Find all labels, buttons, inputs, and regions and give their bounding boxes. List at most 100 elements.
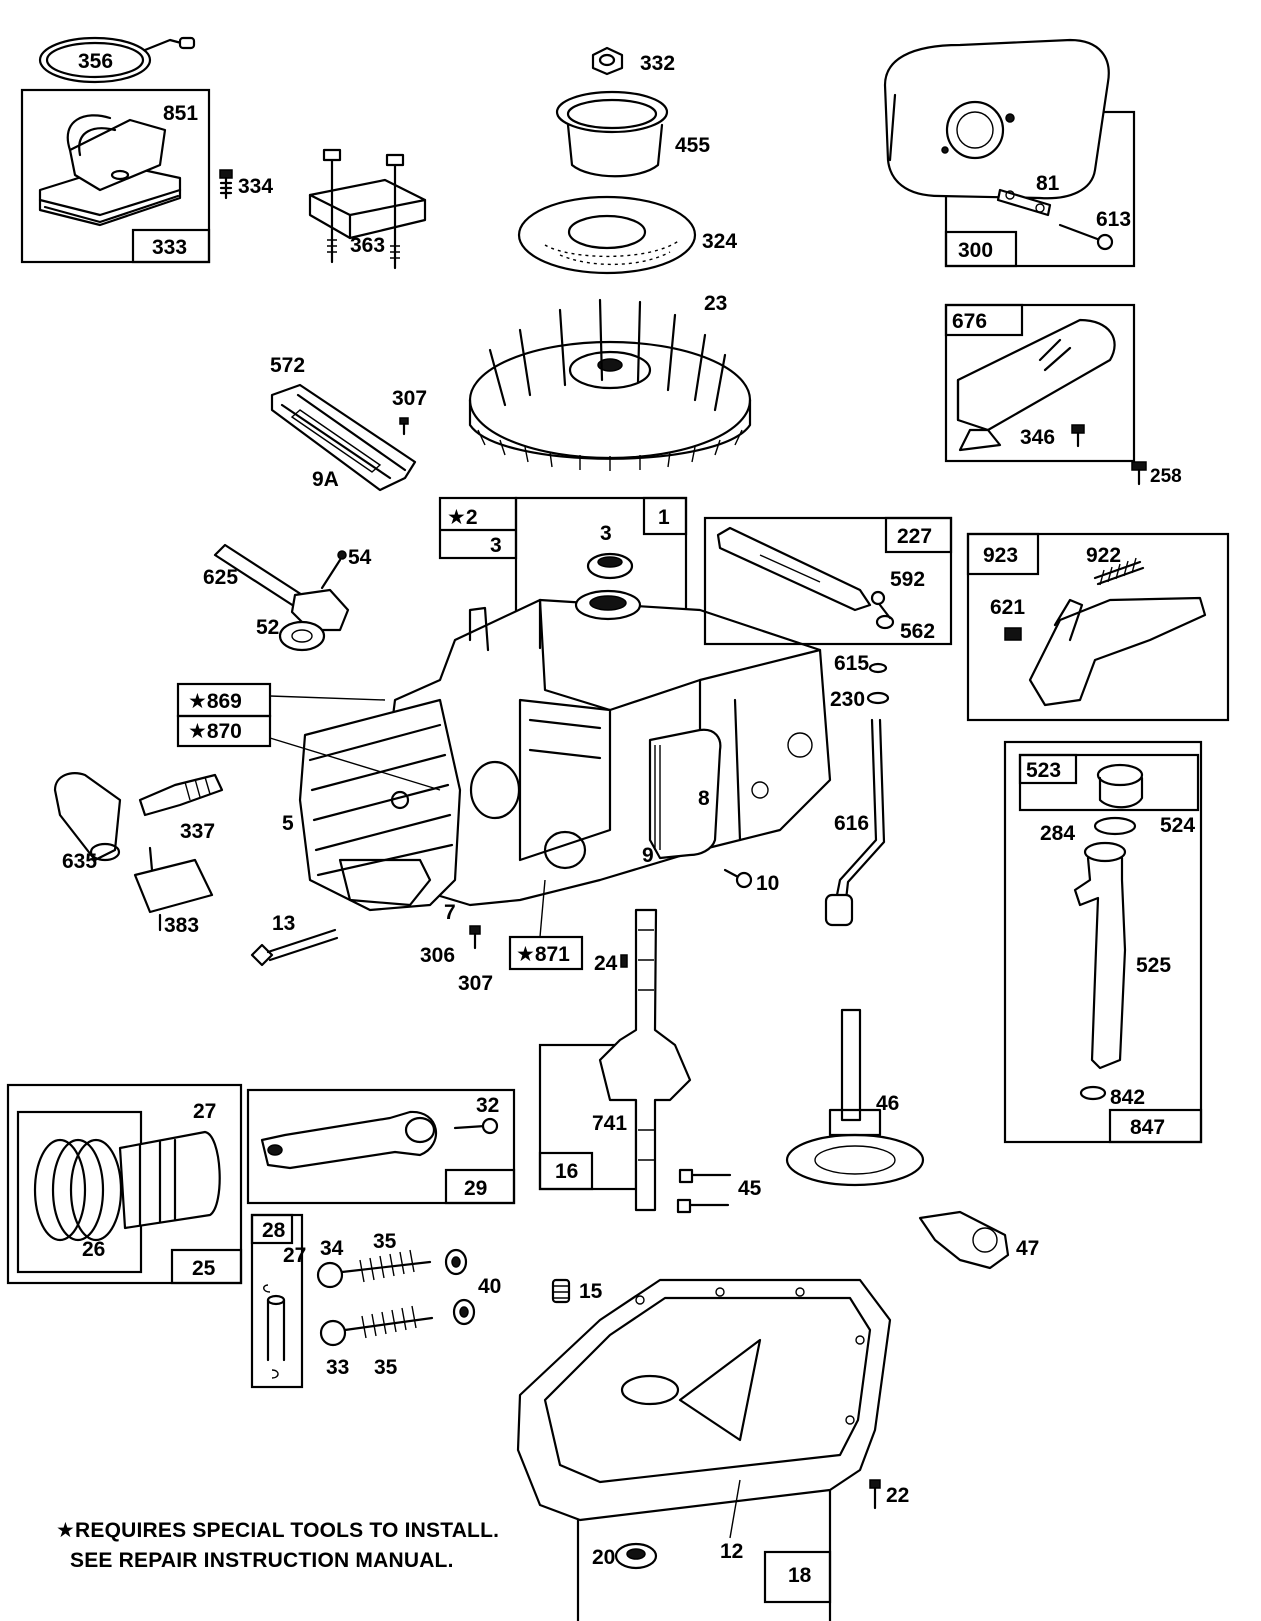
box-1-tag bbox=[642, 496, 688, 536]
box-25 bbox=[6, 1083, 243, 1285]
label-16: 16 bbox=[555, 1160, 578, 1183]
box-523-tag bbox=[1018, 753, 1078, 785]
part-306-307-screws bbox=[469, 925, 481, 950]
label-324: 324 bbox=[702, 230, 737, 253]
label-25: 25 bbox=[192, 1257, 216, 1280]
label-10: 10 bbox=[756, 872, 779, 895]
part-615-oring bbox=[868, 662, 888, 674]
label-383: 383 bbox=[164, 914, 199, 937]
label-621: 621 bbox=[990, 596, 1025, 619]
label-842: 842 bbox=[1110, 1086, 1145, 1109]
label-258: 258 bbox=[1150, 466, 1182, 487]
part-227-governor-lever bbox=[716, 526, 895, 630]
part-52-gasket bbox=[278, 620, 326, 652]
box-300-tag bbox=[944, 230, 1018, 268]
label-592: 592 bbox=[890, 568, 925, 591]
label-28: 28 bbox=[262, 1219, 286, 1242]
label-35-bottom: 35 bbox=[374, 1356, 398, 1379]
box-18-tag bbox=[763, 1550, 832, 1604]
part-337-spark-plug bbox=[138, 773, 224, 817]
box-227-tag bbox=[884, 516, 953, 554]
part-307-screw-top bbox=[399, 417, 409, 436]
label-7: 7 bbox=[444, 901, 456, 924]
box-25-tag bbox=[170, 1248, 243, 1285]
part-23-flywheel bbox=[468, 298, 752, 471]
label-851: 851 bbox=[163, 102, 198, 125]
label-22: 22 bbox=[886, 1484, 909, 1507]
label-227: 227 bbox=[897, 525, 932, 548]
part-334-screw bbox=[219, 169, 233, 200]
part-524-oring bbox=[1093, 816, 1137, 836]
part-13-bolt bbox=[250, 928, 339, 967]
part-356-wire bbox=[38, 36, 196, 84]
part-16-crankshaft bbox=[598, 908, 692, 1212]
label-613: 613 bbox=[1096, 208, 1131, 231]
part-81-gasket bbox=[996, 188, 1052, 217]
label-284: 284 bbox=[1040, 822, 1075, 845]
part-3-seal bbox=[586, 552, 634, 580]
part-34-35-valve-springs bbox=[316, 1249, 432, 1289]
label-625: 625 bbox=[203, 566, 238, 589]
label-35-top: 35 bbox=[373, 1230, 397, 1253]
label-525: 525 bbox=[1136, 954, 1171, 977]
label-3-left: 3 bbox=[490, 534, 502, 557]
part-346-screw bbox=[1071, 424, 1085, 448]
label-307-top: 307 bbox=[392, 387, 427, 410]
part-922-spring bbox=[1093, 557, 1145, 586]
box-847 bbox=[1003, 740, 1203, 1144]
label-45: 45 bbox=[738, 1177, 762, 1200]
part-33-35-valve-springs bbox=[319, 1305, 434, 1347]
label-332: 332 bbox=[640, 52, 675, 75]
label-20: 20 bbox=[592, 1546, 615, 1569]
part-24-key bbox=[620, 954, 628, 968]
label-524: 524 bbox=[1160, 814, 1195, 837]
box-923 bbox=[966, 532, 1230, 722]
label-363: 363 bbox=[350, 234, 385, 257]
box-923-tag bbox=[966, 532, 1040, 576]
part-525-tube bbox=[1073, 841, 1127, 1070]
label-26: 26 bbox=[82, 1238, 105, 1261]
box-29 bbox=[246, 1088, 516, 1205]
label-333: 333 bbox=[152, 236, 187, 259]
label-29: 29 bbox=[464, 1177, 487, 1200]
label-3-right: 3 bbox=[600, 522, 612, 545]
box-676 bbox=[944, 303, 1136, 463]
label-300: 300 bbox=[958, 239, 993, 262]
part-engine-block bbox=[383, 589, 832, 907]
label-32: 32 bbox=[476, 1094, 499, 1117]
label-13: 13 bbox=[272, 912, 295, 935]
part-258-screw bbox=[1131, 461, 1147, 486]
part-230-oring bbox=[866, 691, 890, 705]
label-1: 1 bbox=[658, 506, 670, 529]
note-line-1: ★REQUIRES SPECIAL TOOLS TO INSTALL. bbox=[56, 1519, 500, 1542]
part-625-tube bbox=[213, 543, 350, 632]
box-227 bbox=[703, 516, 953, 646]
part-613-screw bbox=[1058, 223, 1114, 251]
label-9: 9 bbox=[642, 844, 654, 867]
label-923: 923 bbox=[983, 544, 1018, 567]
part-572-gasket bbox=[270, 383, 417, 492]
part-676-muffler-guard bbox=[956, 318, 1116, 452]
part-29-connecting-rod bbox=[260, 1110, 438, 1170]
special-tools-note: ★REQUIRES SPECIAL TOOLS TO INSTALL. SEE … bbox=[56, 1516, 499, 1576]
label-455: 455 bbox=[675, 134, 710, 157]
part-32-screw bbox=[453, 1117, 499, 1135]
part-383-tool bbox=[133, 846, 214, 932]
label-334: 334 bbox=[238, 175, 273, 198]
label-615: 615 bbox=[834, 652, 869, 675]
box-333-tag bbox=[131, 228, 211, 264]
part-18-sump bbox=[516, 1278, 892, 1621]
part-616-tube bbox=[824, 718, 886, 927]
part-523-dipstick-cap bbox=[1096, 763, 1144, 809]
label-47: 47 bbox=[1016, 1237, 1039, 1260]
part-46-camshaft bbox=[785, 1008, 925, 1187]
label-9a: 9A bbox=[312, 468, 339, 491]
box-28-tag bbox=[250, 1213, 294, 1245]
part-54-screw bbox=[320, 550, 347, 590]
label-346: 346 bbox=[1020, 426, 1055, 449]
label-2: ★2 bbox=[447, 506, 478, 529]
box-870 bbox=[176, 714, 272, 748]
part-324-rotating-screen bbox=[517, 195, 697, 275]
box-16-tag bbox=[538, 1151, 594, 1191]
